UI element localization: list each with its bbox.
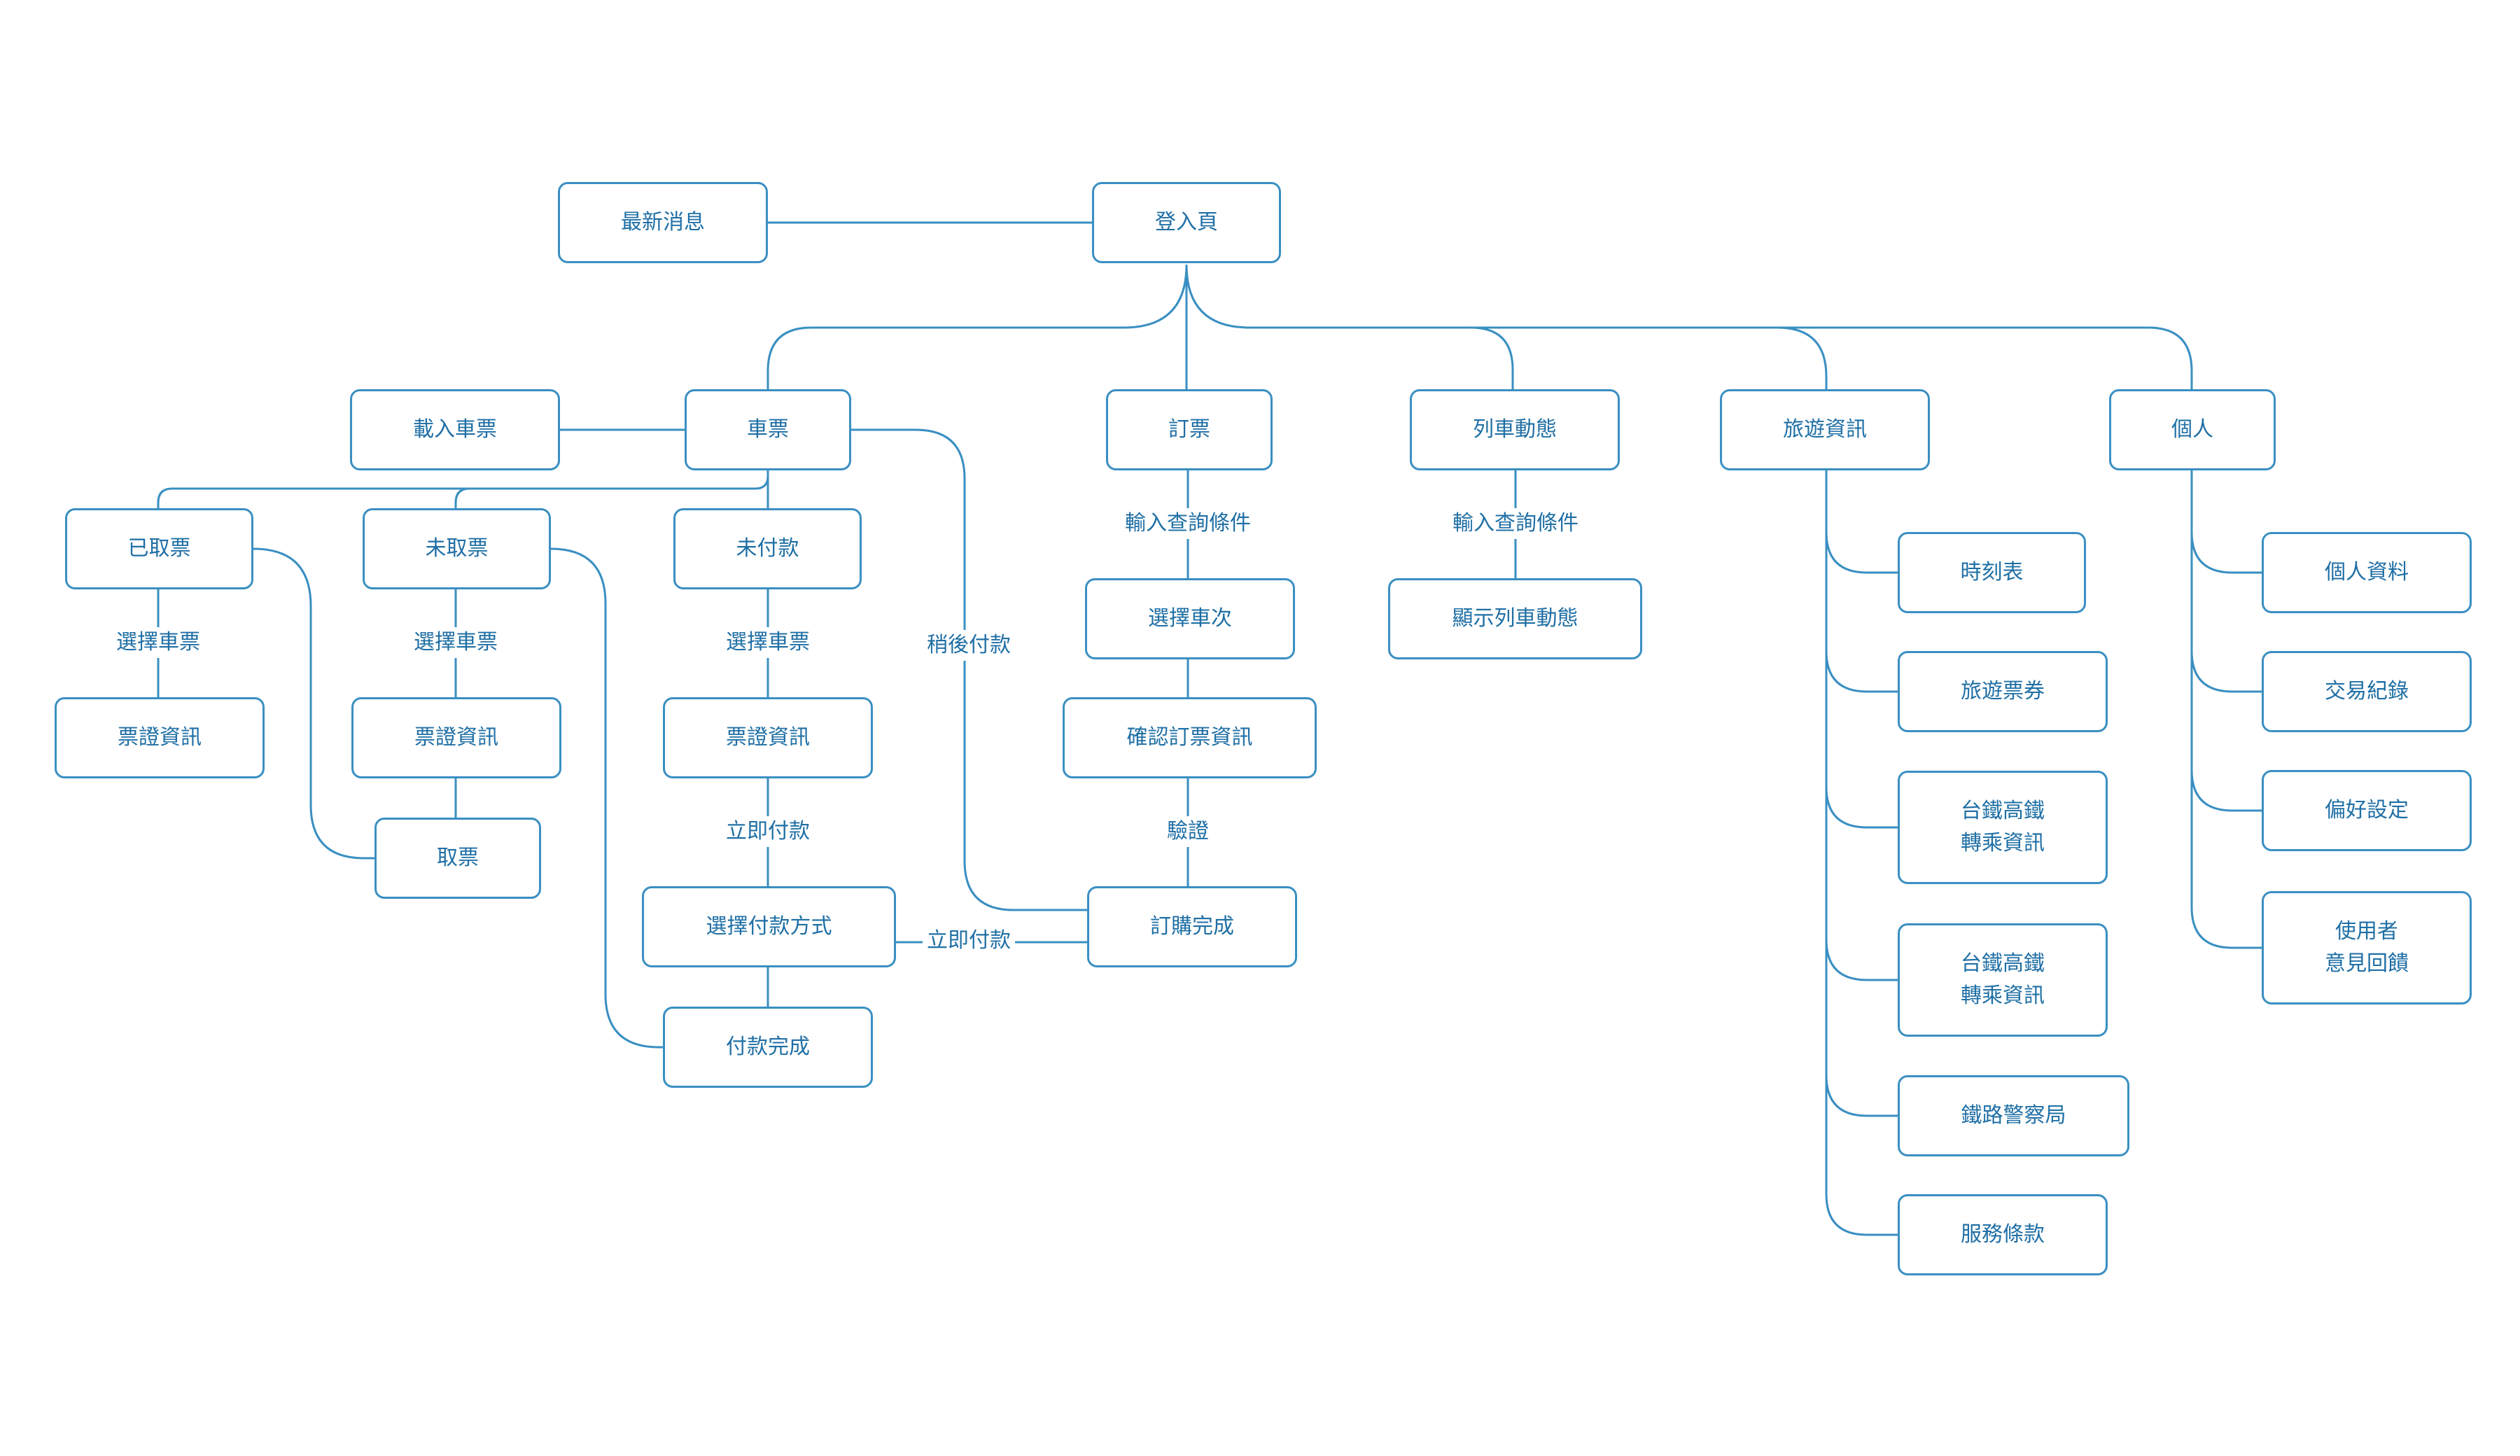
node-login: 登入頁 — [1092, 182, 1281, 263]
edge-picked-pickup — [253, 547, 374, 860]
node-select-train: 選擇車次 — [1085, 578, 1295, 659]
node-transactions: 交易紀錄 — [2262, 651, 2472, 732]
edge-travel-pass — [1825, 532, 1898, 693]
node-picked: 已取票 — [65, 508, 253, 589]
edge-travel-transfer1 — [1825, 651, 1898, 829]
edge-label-pay-now-unpaid: 立即付款 — [722, 816, 814, 847]
node-load-ticket: 載入車票 — [350, 389, 560, 470]
node-profile: 個人資料 — [2262, 532, 2472, 613]
edge-ticket-not-picked — [454, 487, 470, 508]
edge-label-book-query: 輸入查詢條件 — [1121, 508, 1255, 539]
edge-travel-terms — [1825, 1075, 1898, 1236]
edge-personal-profile — [2190, 470, 2262, 574]
node-travel-info: 旅遊資訊 — [1720, 389, 1930, 470]
edge-login-travel-info — [1250, 326, 1828, 389]
node-train-status: 列車動態 — [1410, 389, 1620, 470]
node-railway-police: 鐵路警察局 — [1898, 1075, 2129, 1156]
node-pick-up: 取票 — [374, 818, 541, 899]
node-ticket: 車票 — [685, 389, 851, 470]
node-terms: 服務條款 — [1898, 1194, 2108, 1275]
node-news: 最新消息 — [558, 182, 768, 263]
node-book: 訂票 — [1106, 389, 1273, 470]
edge-not-picked-pay-done — [550, 547, 666, 1049]
edge-label-unpaid-select: 選擇車票 — [722, 627, 814, 658]
edge-label-picked-select: 選擇車票 — [112, 627, 204, 658]
node-travel-pass: 旅遊票券 — [1898, 651, 2108, 732]
edge-ticket-order-done — [851, 428, 1087, 911]
edge-travel-police — [1825, 939, 1898, 1117]
node-feedback: 使用者 意見回饋 — [2262, 891, 2472, 1004]
node-transfer-2: 台鐵高鐵 轉乘資訊 — [1898, 923, 2108, 1037]
edge-login-ticket — [766, 264, 1188, 389]
edge-label-verify: 驗證 — [1163, 816, 1213, 847]
node-timetable: 時刻表 — [1898, 532, 2086, 613]
node-pay-method: 選擇付款方式 — [642, 886, 896, 967]
edge-personal-preferences — [2190, 651, 2262, 812]
node-picked-info: 票證資訊 — [55, 697, 265, 778]
node-preferences: 偏好設定 — [2262, 770, 2472, 851]
node-not-picked: 未取票 — [363, 508, 551, 589]
node-order-done: 訂購完成 — [1087, 886, 1297, 967]
edge-personal-transactions — [2190, 532, 2262, 693]
edge-travel-timetable — [1825, 470, 1898, 574]
node-transfer-1: 台鐵高鐵 轉乘資訊 — [1898, 771, 2108, 884]
node-confirm-info: 確認訂票資訊 — [1063, 697, 1317, 778]
edge-login-personal — [1777, 326, 2193, 389]
edge-label-status-query: 輸入查詢條件 — [1448, 508, 1583, 539]
node-unpaid-info: 票證資訊 — [663, 697, 873, 778]
edge-personal-feedback — [2190, 770, 2262, 949]
edge-label-not-picked-select: 選擇車票 — [410, 627, 502, 658]
node-show-status: 顯示列車動態 — [1388, 578, 1642, 659]
node-personal: 個人 — [2109, 389, 2276, 470]
node-not-picked-info: 票證資訊 — [351, 697, 561, 778]
edge-travel-transfer2 — [1825, 787, 1898, 981]
node-pay-done: 付款完成 — [663, 1007, 873, 1088]
edge-label-pay-now-order: 立即付款 — [923, 925, 1015, 956]
node-unpaid: 未付款 — [673, 508, 862, 589]
edge-label-pay-later: 稍後付款 — [923, 630, 1015, 661]
